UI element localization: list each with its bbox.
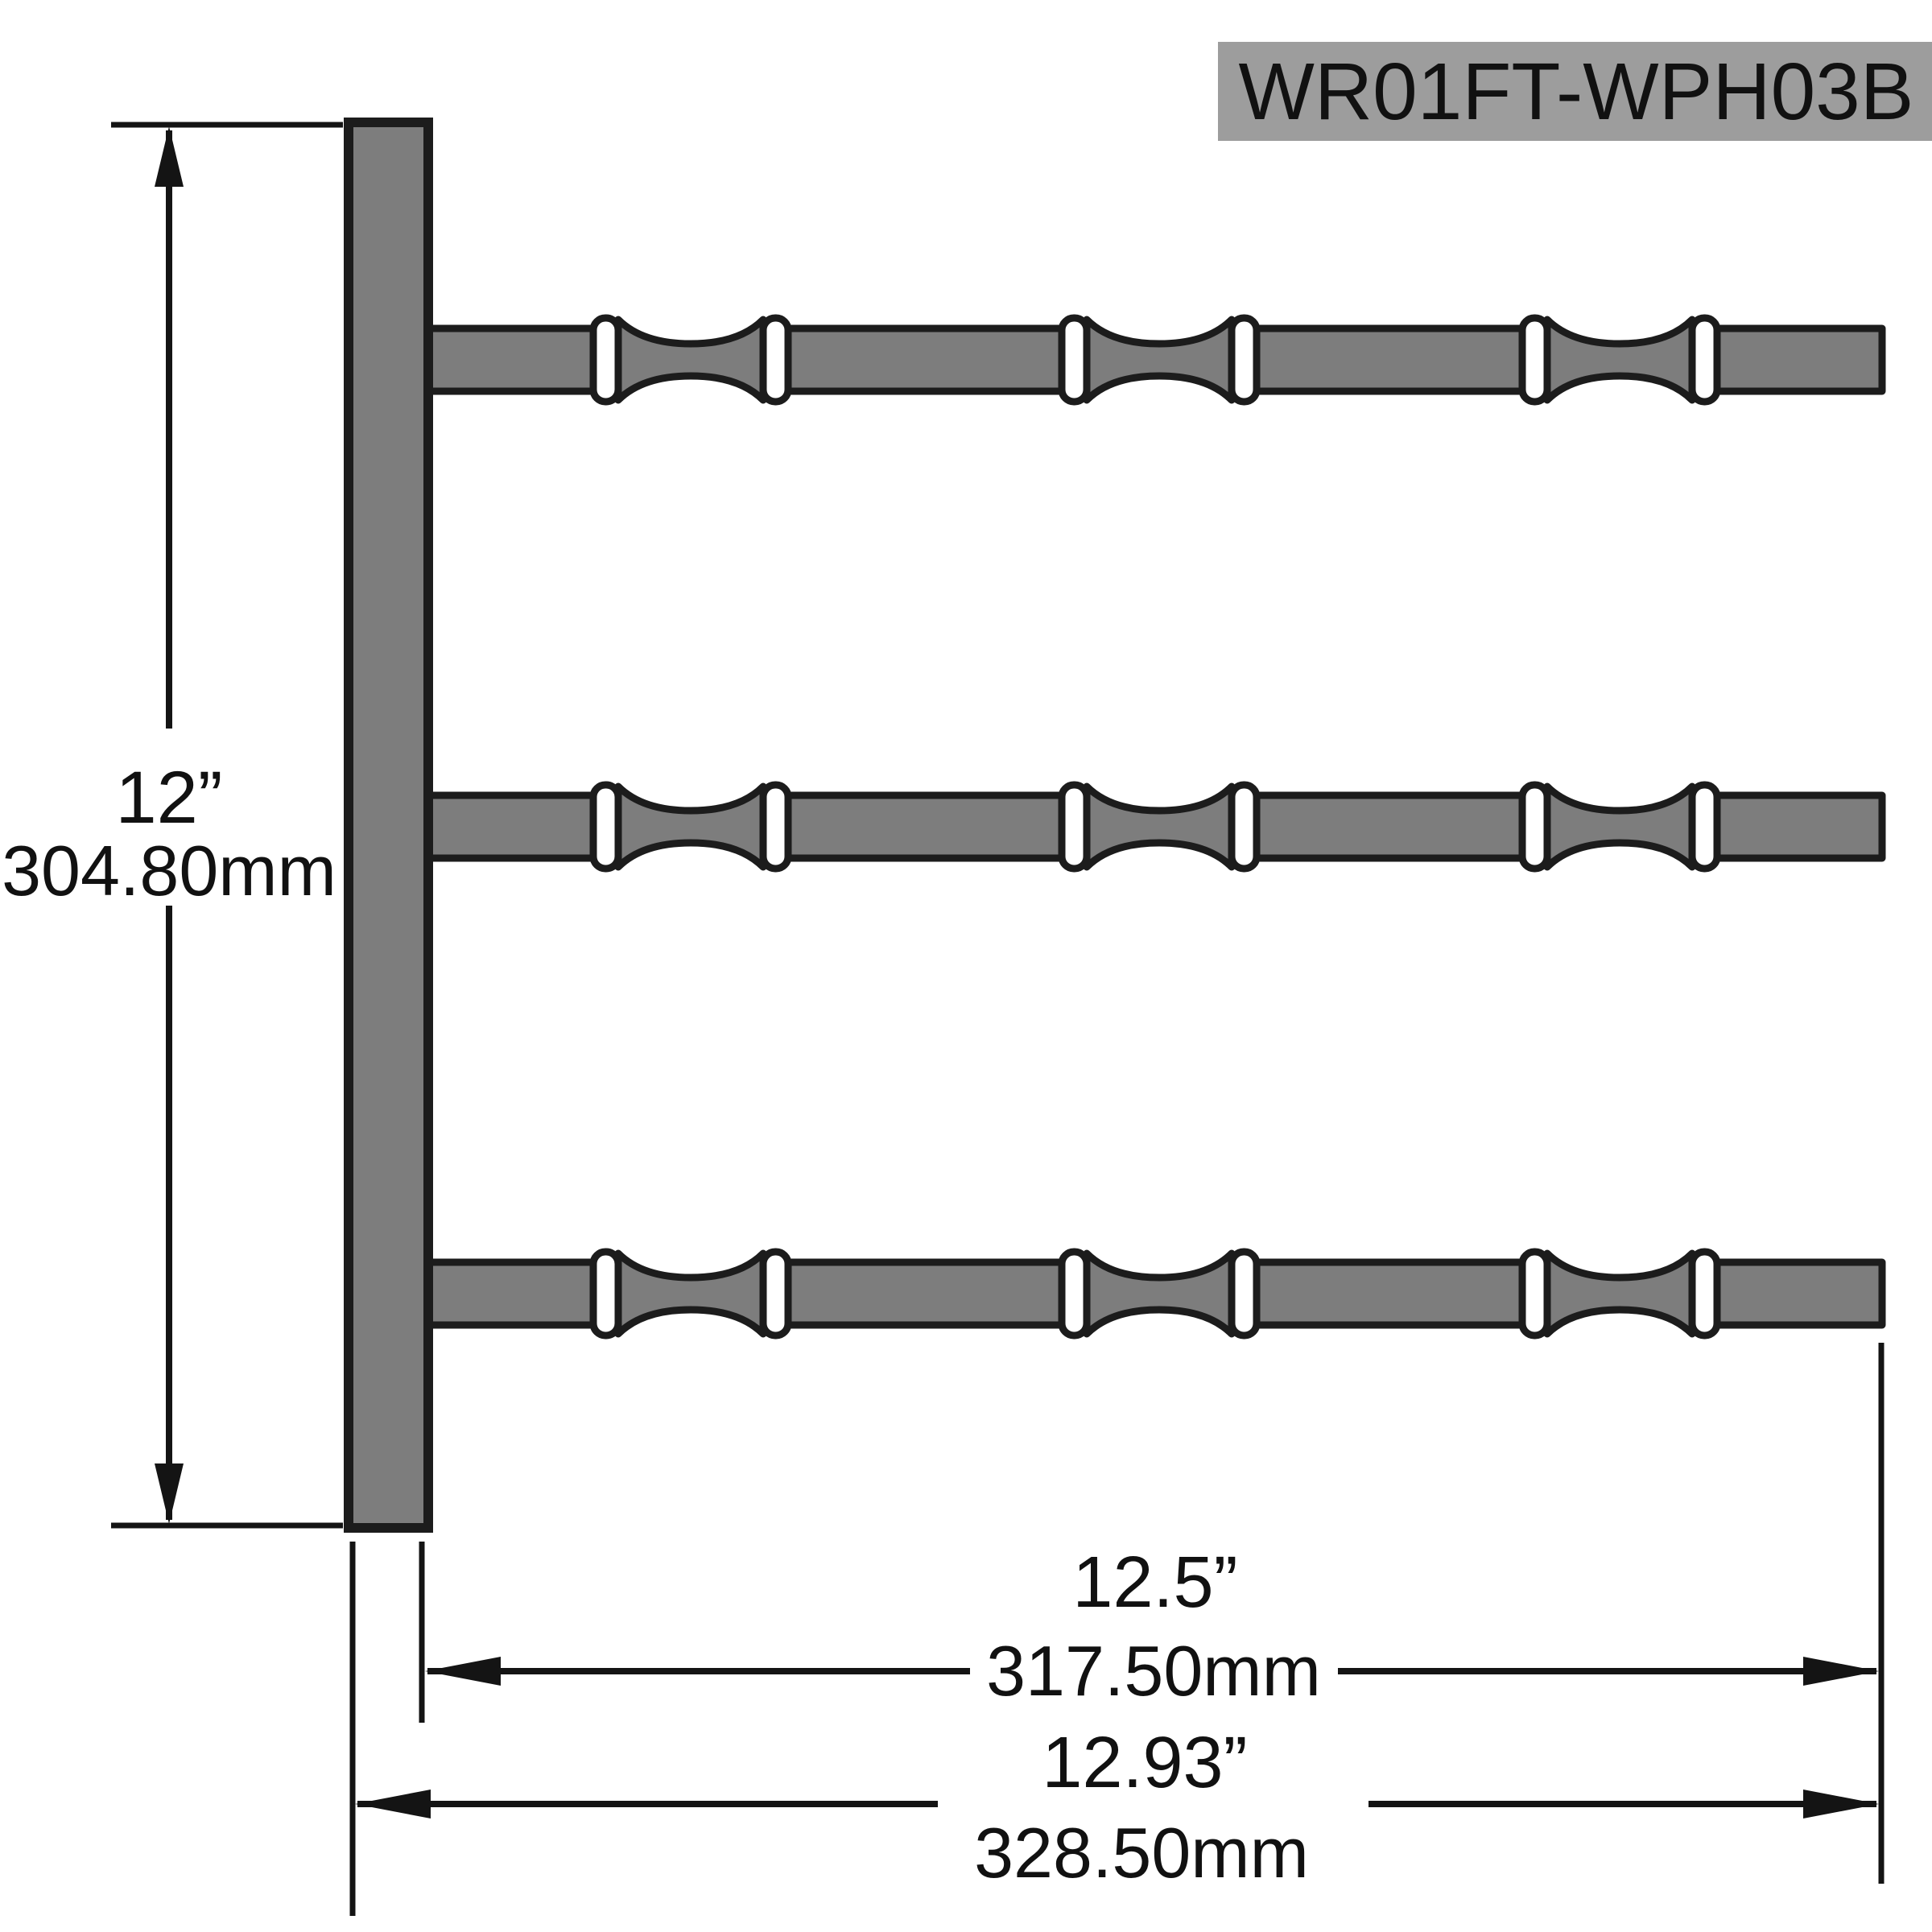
rail-joint [593, 316, 788, 403]
arrowhead-up-icon [155, 126, 184, 187]
rail-joint [1062, 316, 1257, 403]
rail-length-inches-label: 12.5” [1072, 1542, 1237, 1623]
title-plate-bg [1218, 42, 1932, 141]
height-dimension: 12” 304.80mm [2, 122, 343, 1529]
overall-depth-mm-label: 328.50mm [974, 1813, 1309, 1893]
rail-length-mm-label: 317.50mm [986, 1631, 1321, 1711]
rail-joint [593, 1250, 788, 1337]
rail-joint [1062, 783, 1257, 870]
overall-depth-inches-label: 12.93” [1042, 1723, 1247, 1803]
rail-joint [1522, 1250, 1717, 1337]
title-plate: WR01FT-WPH03B [1218, 42, 1932, 141]
arrowhead-right-icon [1803, 1657, 1879, 1686]
rail-joint [1522, 316, 1717, 403]
rail-length-dimension: 12.5” 317.50mm [419, 1343, 1885, 1884]
arrowhead-left-icon [355, 1790, 431, 1818]
rail-top [424, 316, 1886, 403]
rail-middle [424, 783, 1886, 870]
height-mm-label: 304.80mm [2, 831, 336, 910]
part-number-label: WR01FT-WPH03B [1238, 47, 1913, 137]
height-inches-label: 12” [116, 757, 223, 839]
arrowhead-right-icon [1803, 1790, 1879, 1818]
overall-depth-dimension: 12.93” 328.50mm [349, 1542, 1879, 1916]
arrowhead-down-icon [155, 1463, 184, 1524]
rail-bottom [424, 1250, 1886, 1337]
arrowhead-left-icon [425, 1657, 501, 1686]
rail-joint [1062, 1250, 1257, 1337]
mounting-post [344, 118, 433, 1533]
rail-joint [593, 783, 788, 870]
rail-joint [1522, 783, 1717, 870]
wine-rack-diagram [344, 118, 1886, 1533]
